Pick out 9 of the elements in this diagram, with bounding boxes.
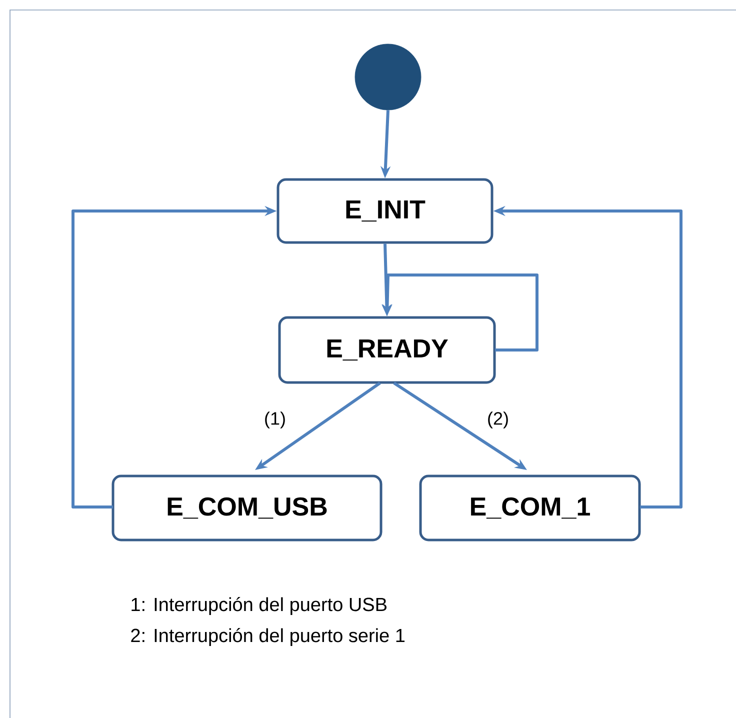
state-box: E_COM_USB bbox=[112, 474, 382, 542]
start-dot bbox=[354, 44, 422, 110]
note: 1: Interrupción del puerto USB bbox=[132, 597, 386, 615]
state-box: E_READY bbox=[278, 316, 496, 384]
edge-label: (2) bbox=[486, 410, 510, 430]
state-box: E_INIT bbox=[276, 178, 494, 244]
state-box: E_COM_1 bbox=[419, 474, 641, 542]
edge-label: (1) bbox=[263, 410, 287, 430]
note: 2: Interrupción del puerto serie 1 bbox=[131, 628, 405, 646]
